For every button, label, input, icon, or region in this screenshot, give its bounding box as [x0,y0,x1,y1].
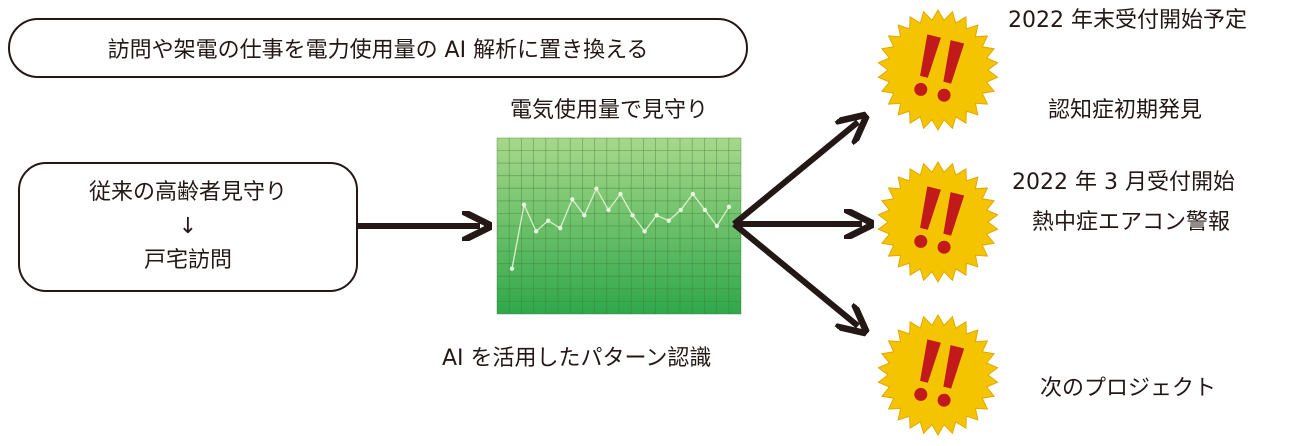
alert-burst-icon [877,160,999,284]
headline-banner: 訪問や架電の仕事を電力使用量の AI 解析に置き換える [8,18,748,78]
data-point [678,207,683,213]
data-point [594,186,599,191]
data-point [618,191,623,197]
output-arrow-1 [732,122,858,227]
chart-panel-caption: AI を活用したパターン認識 [442,346,712,371]
traditional-method-label: 従来の高齢者見守り [88,179,287,205]
outcome-1-subtitle: 認知症初期発見 [1048,98,1203,123]
alert-burst-icon [877,8,999,132]
outcome-2-title: 2022 年 3 月受付開始 [1012,170,1235,195]
alert-burst-icon [877,313,999,437]
outcome-1-title: 2022 年末受付開始予定 [1008,8,1247,33]
data-point [606,207,611,213]
data-point [630,213,635,218]
outcome-2-subtitle: 熱中症エアコン警報 [1032,210,1231,235]
chart-panel-title: 電気使用量で見守り [510,98,709,123]
data-point [509,266,515,271]
chart-grid [496,137,742,315]
traditional-method-box: 従来の高齢者見守り ↓ 戸宅訪問 [18,162,358,292]
home-visit-label: 戸宅訪問 [143,248,232,274]
headline-text: 訪問や架電の仕事を電力使用量の AI 解析に置き換える [107,38,649,63]
data-point [533,229,539,234]
data-point [654,213,659,218]
data-point [666,218,671,223]
data-point [545,218,551,223]
data-point [702,207,708,213]
double-exclamation-icon [914,186,965,254]
data-point [714,223,720,229]
down-arrow-icon: ↓ [178,213,198,239]
data-point [558,225,563,231]
data-point [570,197,575,202]
outcome-3-subtitle: 次のプロジェクト [1040,376,1217,401]
data-point [582,213,587,218]
usage-chart [496,137,742,315]
burst-shape [877,8,999,132]
data-point [642,229,647,234]
data-point [521,202,527,207]
burst-shape [877,160,999,284]
double-exclamation-icon [914,34,965,102]
data-point [690,191,696,197]
output-arrow-3 [732,221,858,326]
burst-shape [877,313,999,437]
data-point [726,204,732,209]
double-exclamation-icon [914,339,965,407]
usage-series [509,186,732,271]
